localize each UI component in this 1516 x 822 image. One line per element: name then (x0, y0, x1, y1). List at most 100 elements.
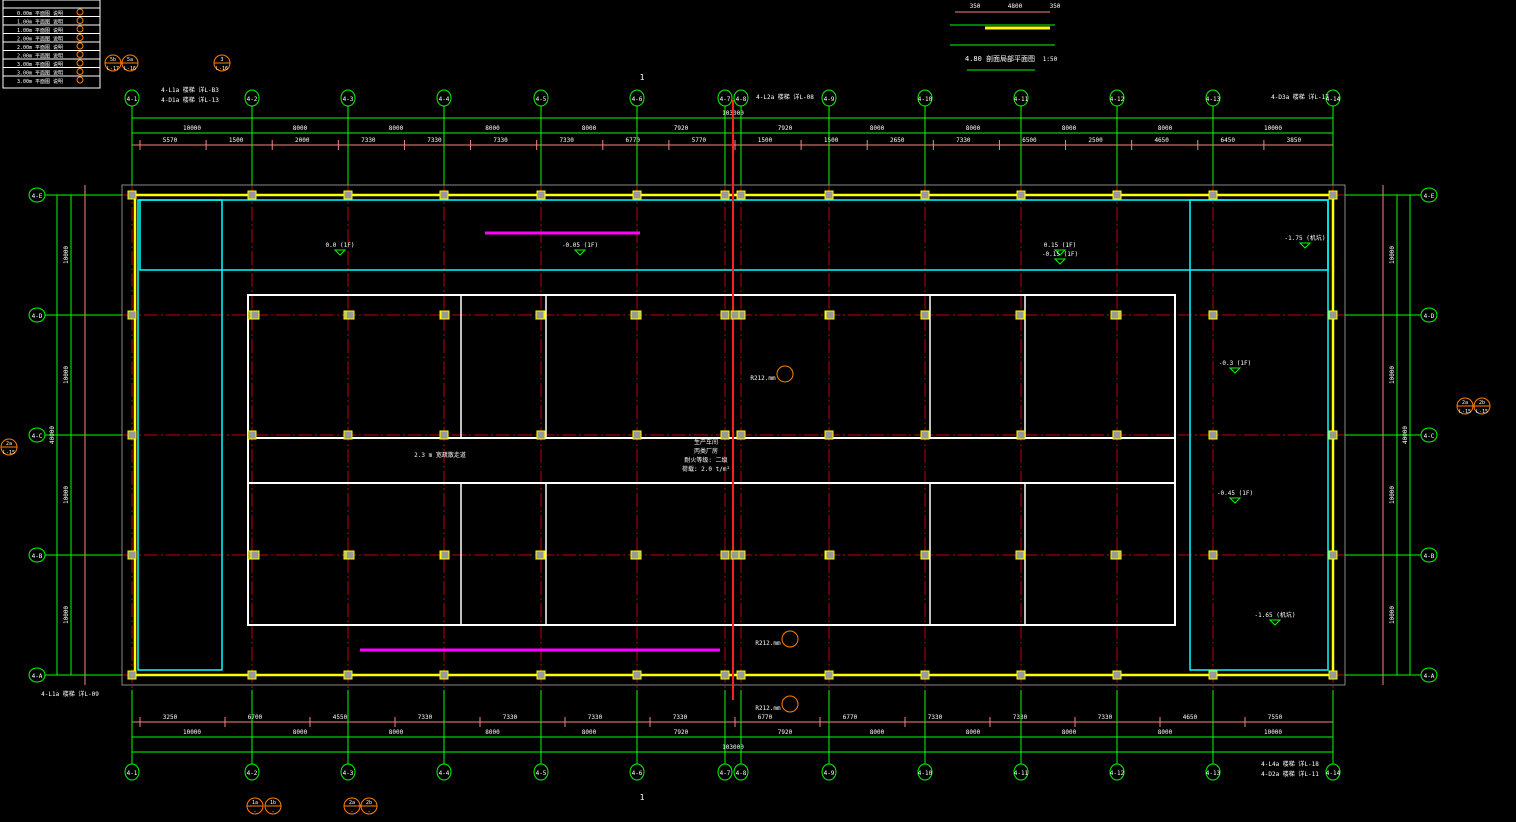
legend-frame (2, 0, 101, 89)
column (824, 190, 834, 200)
axis-label: 4-8 (736, 770, 747, 777)
column (343, 190, 353, 200)
dimension-bay: 10000 (63, 486, 70, 504)
column (1208, 550, 1218, 560)
axis-bubble (821, 763, 837, 781)
column (630, 310, 640, 320)
dimension-detail: 3250 (163, 714, 178, 721)
column (247, 430, 257, 440)
column (920, 430, 930, 440)
column (1015, 310, 1025, 320)
column (127, 430, 137, 440)
column (536, 430, 546, 440)
legend-mark-icon (76, 42, 84, 50)
column (247, 190, 257, 200)
axis-bubble (1325, 763, 1341, 781)
section-scale: 1:50 (1043, 56, 1058, 63)
level-triangle-icon (1228, 497, 1242, 504)
dimension-bay: 10000 (1264, 125, 1282, 132)
column (736, 670, 746, 680)
axis-bubble (1325, 89, 1341, 107)
dimension-detail: 2000 (295, 137, 310, 144)
column (127, 310, 137, 320)
dimension-detail: 7330 (361, 137, 376, 144)
section-dim: 4800 (1008, 3, 1023, 10)
column (1328, 430, 1338, 440)
level-mark: 0.15 (1F) (1044, 242, 1077, 249)
dimension-detail: 7330 (1013, 714, 1028, 721)
level-mark: -0.05 (1F) (562, 242, 598, 249)
detail-callout-icon (781, 630, 799, 648)
column (1208, 190, 1218, 200)
note: 4-L4a 楼梯 详L-18 (1261, 760, 1319, 768)
column (920, 310, 930, 320)
axis-label: 4-9 (824, 96, 835, 103)
axis-bubble (717, 89, 733, 107)
dimension-bay: 8000 (870, 125, 885, 132)
dimension-detail: 7330 (928, 714, 943, 721)
section-dim: 350 (970, 3, 981, 10)
dimension-detail: 6770 (758, 714, 773, 721)
column (825, 550, 835, 560)
column (824, 670, 834, 680)
legend-row-text: 2.00m 平面图 说明 (17, 44, 63, 51)
axis-label: 4-D (1424, 313, 1435, 320)
workshop-walls (247, 294, 1176, 626)
dimension-detail: 7330 (503, 714, 518, 721)
dimension-bay: 10000 (1389, 606, 1396, 624)
axis-label: 4-C (32, 433, 43, 440)
axis-bubble (1205, 763, 1221, 781)
column (1328, 670, 1338, 680)
dimension-bay: 8000 (870, 729, 885, 736)
axis-label: 4-14 (1326, 96, 1341, 103)
axis-label: 4-1 (127, 96, 138, 103)
column (536, 670, 546, 680)
column (920, 670, 930, 680)
axis-label: 4-A (32, 673, 43, 680)
axis-label: 4-13 (1206, 770, 1221, 777)
axis-label: 4-B (32, 553, 43, 560)
dimension-detail: 7550 (1268, 714, 1283, 721)
axis-bubble (629, 763, 645, 781)
dimension-bay: 8000 (966, 125, 981, 132)
column (825, 310, 835, 320)
dimension-bay: 10000 (1389, 246, 1396, 264)
dimension-detail: 6770 (843, 714, 858, 721)
note: 4-L2a 楼梯 详L-08 (756, 93, 814, 101)
axis-bubble (1109, 763, 1125, 781)
column (1016, 670, 1026, 680)
section-mark-top: 1b (270, 800, 276, 806)
dimension-bay: 7920 (674, 125, 689, 132)
dimension-bay: 8000 (582, 125, 597, 132)
dimension-detail: 7330 (427, 137, 442, 144)
section-mark-bottom: L-15 (3, 450, 15, 456)
corridor-note: 2.3 m 宽疏散走道 (414, 451, 466, 459)
dimension-detail: 7330 (956, 137, 971, 144)
dimension-detail: 3850 (1287, 137, 1302, 144)
column (1328, 190, 1338, 200)
dimension-bay: 7920 (778, 729, 793, 736)
note: 4-D2a 楼梯 详L-11 (1261, 770, 1319, 778)
legend-table: 0.00m 平面图 说明1.00m 平面图 说明1.00m 平面图 说明2.00… (2, 0, 101, 89)
legend-row-text: 2.00m 平面图 说明 (17, 53, 63, 60)
level-triangle-icon (1053, 258, 1067, 265)
dimension-detail: 7330 (493, 137, 508, 144)
legend-mark-icon (76, 68, 84, 75)
axis-bubble (917, 89, 933, 107)
legend-row-text: 3.00m 平面图 说明 (17, 61, 63, 68)
axis-bubble (1013, 763, 1029, 781)
column (1112, 430, 1122, 440)
axis-label: 4-7 (720, 770, 731, 777)
axis-label: 4-11 (1014, 770, 1029, 777)
dimension-detail: 6450 (1221, 137, 1236, 144)
detail-callout-icon (781, 695, 799, 713)
column (250, 550, 260, 560)
axis-label: 4-3 (343, 96, 354, 103)
dimension-bay: 8000 (1158, 125, 1173, 132)
legend-mark-icon (76, 8, 84, 16)
level-triangle-icon (1268, 619, 1282, 626)
section-mark-bottom: - (350, 809, 353, 815)
dimension-detail: 6500 (1022, 137, 1037, 144)
axis-bubble (28, 187, 46, 203)
